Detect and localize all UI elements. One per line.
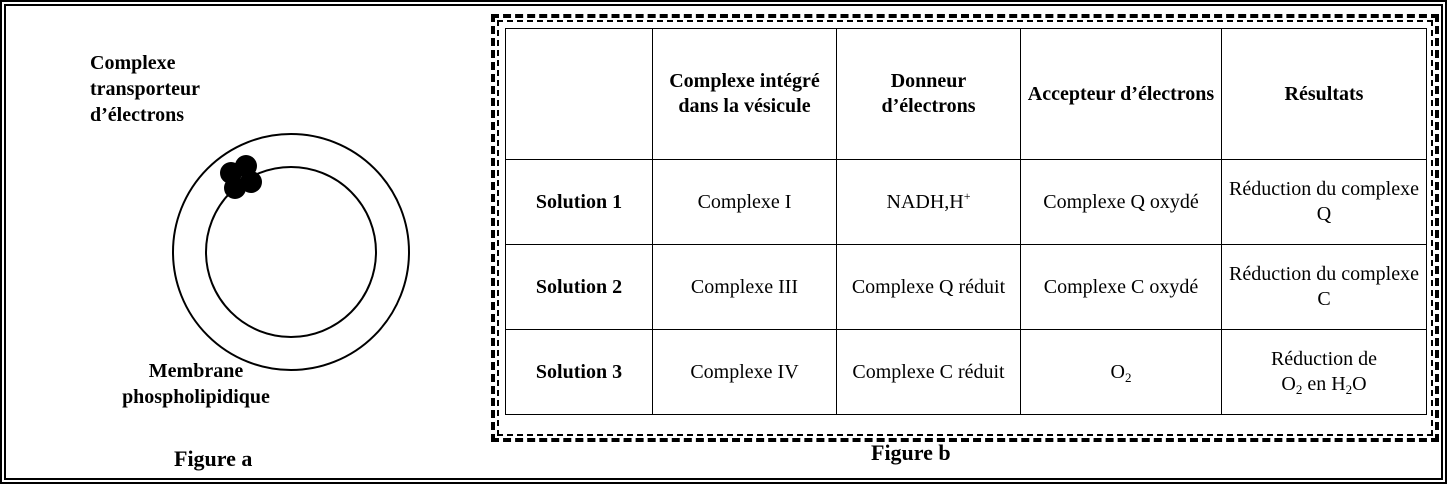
row-label: Solution 2 [505, 244, 653, 330]
header-accepteur: Accepteur d’électrons [1020, 28, 1222, 160]
header-empty [505, 28, 653, 160]
experiment-table: Complexe intégré dans la vésicule Donneu… [505, 28, 1427, 415]
vesicle-diagram [172, 133, 410, 371]
figure-a-caption: Figure a [174, 446, 253, 471]
cell-donneur: NADH,H+ [836, 159, 1021, 245]
figure-b-caption: Figure b [871, 440, 951, 465]
cell-accepteur: Complexe Q oxydé [1020, 159, 1222, 245]
header-resultats: Résultats [1221, 28, 1427, 160]
cell-donneur: Complexe Q réduit [836, 244, 1021, 330]
header-complexe: Complexe intégré dans la vésicule [652, 28, 837, 160]
cell-accepteur: O2 [1020, 329, 1222, 415]
membrane-label: Membrane phospholipidique [122, 360, 270, 408]
table-header-row: Complexe intégré dans la vésicule Donneu… [505, 28, 1427, 160]
table-row: Solution 2 Complexe III Complexe Q rédui… [505, 244, 1427, 330]
cell-complexe: Complexe III [652, 244, 837, 330]
complexe-transporteur-label: Complexe transporteur d’électrons [90, 52, 200, 126]
cell-donneur: Complexe C réduit [836, 329, 1021, 415]
vesicle-outer-membrane [172, 133, 410, 371]
cell-resultat: Réduction du complexe C [1221, 244, 1427, 330]
figure-b-dashed-border-outer [491, 14, 1439, 442]
row-label: Solution 3 [505, 329, 653, 415]
cell-complexe: Complexe I [652, 159, 837, 245]
electron-transport-complex-icon [220, 155, 262, 199]
table-row: Solution 3 Complexe IV Complexe C réduit… [505, 329, 1427, 415]
vesicle-inner-membrane [205, 166, 377, 338]
cell-complexe: Complexe IV [652, 329, 837, 415]
cell-accepteur: Complexe C oxydé [1020, 244, 1222, 330]
figure-b-dashed-border-inner [497, 20, 1433, 436]
header-donneur: Donneur d’électrons [836, 28, 1021, 160]
cell-resultat: Réduction du complexe Q [1221, 159, 1427, 245]
row-label: Solution 1 [505, 159, 653, 245]
table-row: Solution 1 Complexe I NADH,H+ Complexe Q… [505, 159, 1427, 245]
figure-a: Complexe transporteur d’électrons Membra… [6, 6, 482, 478]
